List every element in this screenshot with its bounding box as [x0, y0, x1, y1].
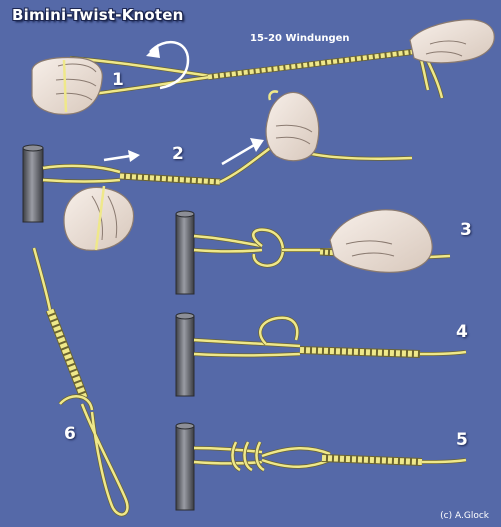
- step-number-1: 1: [112, 70, 124, 90]
- rotate-arrow-step1: [146, 40, 190, 90]
- step-number-4: 4: [456, 322, 468, 342]
- step-6-group: [32, 247, 130, 517]
- upper-hand-step2: [265, 90, 320, 162]
- turns-annotation: 15-20 Windungen: [250, 33, 350, 44]
- twisted-line-step4: [299, 346, 421, 358]
- lower-hand-step2: [63, 185, 135, 251]
- hand-step3: [329, 209, 433, 273]
- step-5-group: [175, 422, 467, 511]
- half-hitches-step5: [230, 441, 266, 472]
- twisted-line-step5: [321, 454, 423, 466]
- post-step4: [175, 312, 195, 397]
- step-number-6: 6: [64, 424, 76, 444]
- arrow-right-step2: [103, 150, 140, 162]
- step-3-group: [175, 209, 451, 295]
- post-step5: [175, 422, 195, 511]
- post-step3: [175, 210, 195, 295]
- diagram-title: Bimini-Twist-Knoten: [12, 6, 184, 24]
- right-hand-step1: [409, 19, 495, 64]
- twisted-line-step6: [45, 308, 89, 400]
- left-hand-step1: [31, 56, 103, 115]
- step-number-3: 3: [460, 220, 472, 240]
- arrow-up-step2: [221, 138, 264, 166]
- copyright-credit: (c) A.Glock: [440, 511, 489, 521]
- step-1-group: [31, 19, 495, 115]
- twisted-line-step1: [207, 49, 413, 80]
- step-2-group: [22, 90, 413, 251]
- step-number-5: 5: [456, 430, 468, 450]
- step-number-2: 2: [172, 144, 184, 164]
- step-4-group: [175, 312, 467, 397]
- post-step2: [22, 144, 44, 223]
- twisted-line-step2: [119, 172, 221, 186]
